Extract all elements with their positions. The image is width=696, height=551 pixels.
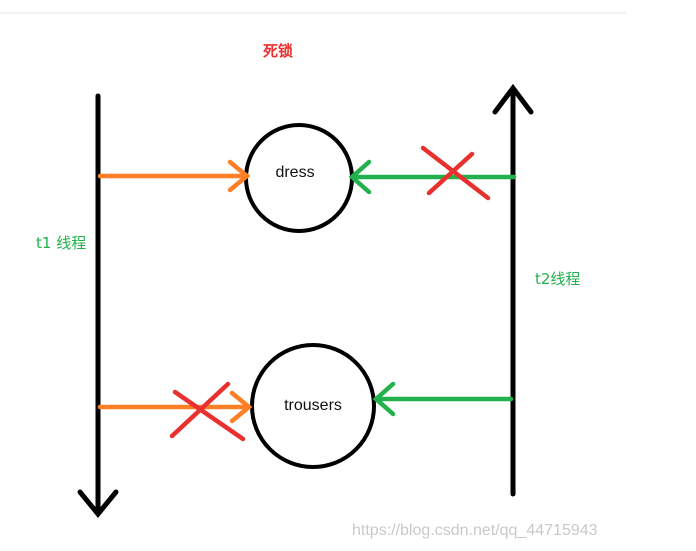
diagram-title: 死锁 bbox=[263, 42, 294, 60]
blocked-cross-icon bbox=[420, 145, 491, 201]
t2-to-trousers-arrow bbox=[372, 381, 514, 417]
thread-t2-label: t2线程 bbox=[535, 270, 581, 288]
t2-timeline bbox=[492, 83, 534, 497]
resource-trousers-circle bbox=[250, 343, 376, 469]
resource-trousers-label: trousers bbox=[284, 397, 342, 414]
t1-timeline bbox=[77, 93, 119, 518]
t2-to-dress-arrow bbox=[348, 159, 517, 195]
blocked-cross-icon bbox=[169, 381, 246, 442]
watermark-text: https://blog.csdn.net/qq_44715943 bbox=[352, 522, 598, 539]
thread-t1-label: t1 线程 bbox=[36, 234, 87, 252]
t1-to-trousers-arrow bbox=[97, 390, 253, 424]
resource-dress-label: dress bbox=[275, 164, 315, 181]
t1-to-dress-arrow bbox=[97, 159, 251, 193]
